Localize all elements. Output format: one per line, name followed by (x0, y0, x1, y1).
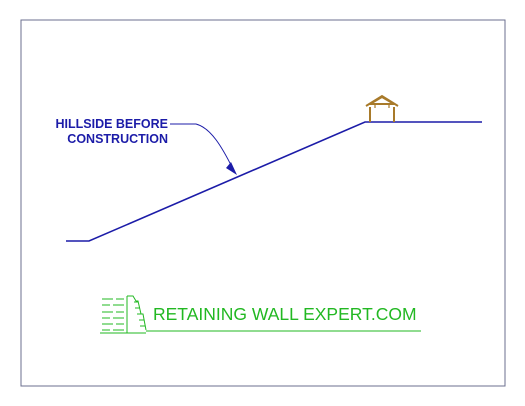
retaining-wall-icon (100, 295, 147, 334)
annotation-leader-line (170, 123, 234, 170)
annotation-label-line1: HILLSIDE BEFORE (55, 117, 168, 131)
annotation-arrowhead (226, 162, 237, 175)
house-icon (365, 94, 399, 122)
annotation-label-line2: CONSTRUCTION (67, 132, 168, 146)
hillside-profile-line (66, 121, 482, 242)
logo-text: RETAINING WALL EXPERT.COM (153, 304, 417, 324)
diagram-frame (20, 19, 506, 387)
